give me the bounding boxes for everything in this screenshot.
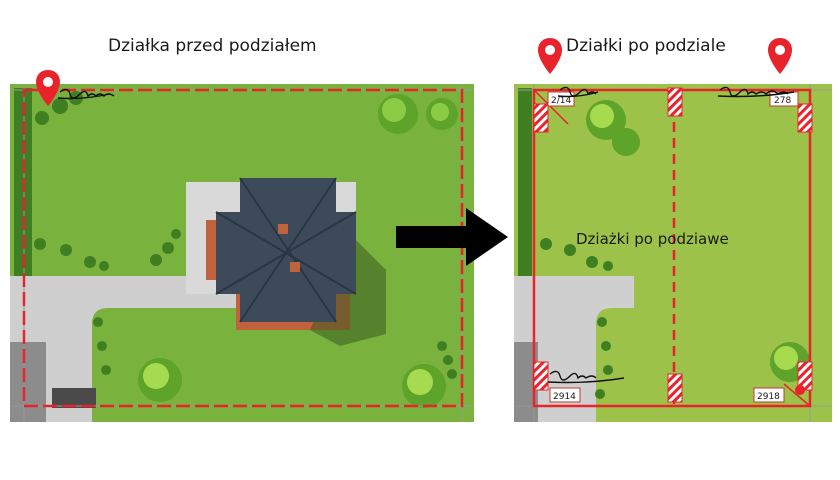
title-after-division: Działki po podziale — [566, 36, 726, 56]
boundary-markers — [533, 87, 813, 403]
plot-number-bottom-left: 2914 — [553, 392, 576, 402]
location-pin-icon — [536, 36, 564, 76]
plot-number-bottom-right: 2918 — [757, 392, 780, 402]
boundary-tick — [783, 383, 811, 407]
center-label: Dziażki po podziawe — [576, 230, 729, 248]
location-pin-icon — [766, 36, 794, 76]
plot-before-map — [10, 84, 474, 422]
trees — [138, 94, 458, 408]
plot-number-box — [753, 387, 785, 403]
location-pin-icon — [34, 68, 62, 108]
surveyor-signature — [557, 86, 599, 98]
plot-number-box — [549, 387, 581, 403]
road — [10, 342, 46, 422]
plot-before-panel — [10, 84, 474, 422]
plot-number-top-right: 278 — [774, 96, 791, 106]
plot-number-top-left: 2/14 — [551, 96, 571, 106]
trees — [586, 100, 810, 382]
boundary-tick — [533, 89, 569, 125]
surveyor-signature — [547, 370, 625, 384]
surveyor-signature — [717, 86, 795, 98]
right-arrow-icon — [396, 208, 508, 266]
driveway — [10, 276, 310, 422]
surveyor-signature — [57, 88, 115, 100]
house-roof — [216, 178, 356, 322]
shrubs — [540, 238, 613, 399]
gate — [52, 388, 96, 408]
plot-after-panel: 2/14 278 2914 2918 Dziażki po podziawe — [514, 84, 832, 422]
hedge — [518, 88, 532, 278]
title-before-division: Działka przed podziałem — [108, 36, 317, 56]
plot-after-map: 2/14 278 2914 2918 — [514, 84, 832, 422]
boundary-point — [795, 385, 805, 395]
plot-number-box — [547, 91, 575, 107]
